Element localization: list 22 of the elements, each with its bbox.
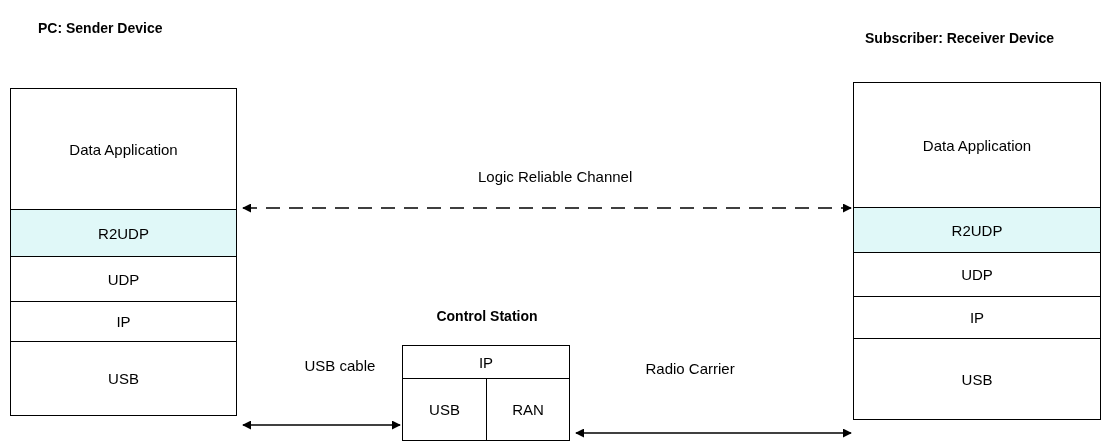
stack-heading: Subscriber: Receiver Device	[865, 30, 1055, 46]
double-arrow	[242, 203, 852, 213]
edge-label: Logic Reliable Channel	[476, 168, 635, 185]
protocol-layer: UDP	[854, 252, 1100, 296]
protocol-layer: IP	[854, 296, 1100, 338]
protocol-layer: R2UDP	[11, 209, 236, 256]
protocol-layer: USB	[11, 341, 236, 415]
protocol-layer: Data Application	[11, 89, 236, 209]
stack-heading: PC: Sender Device	[38, 20, 163, 36]
protocol-layer: R2UDP	[854, 207, 1100, 252]
edge-label: USB cable	[302, 357, 378, 374]
protocol-layer: USB	[854, 338, 1100, 419]
protocol-layer: Data Application	[854, 83, 1100, 207]
stack-heading: Control Station	[435, 308, 539, 324]
edge-label: Radio Carrier	[643, 360, 737, 377]
protocol-layer: IP	[11, 301, 236, 341]
protocol-layer: IP	[403, 346, 569, 378]
double-arrow	[575, 428, 852, 438]
protocol-layer: USB	[403, 378, 486, 440]
protocol-layer: RAN	[486, 378, 569, 440]
double-arrow	[242, 420, 401, 430]
protocol-layer: UDP	[11, 256, 236, 301]
